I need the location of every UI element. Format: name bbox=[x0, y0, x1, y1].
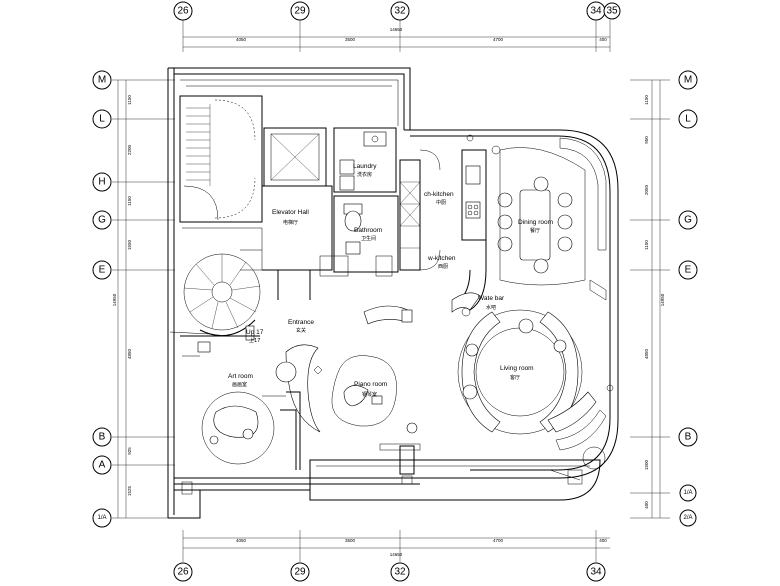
dim-right-7: 400 bbox=[644, 501, 649, 509]
dim-bottom-3: 4700 bbox=[493, 538, 504, 543]
axis-top-26: 26 bbox=[177, 6, 189, 17]
label-water-bar-zh: 水吧 bbox=[486, 304, 496, 311]
axis-left-M: M bbox=[98, 75, 106, 86]
label-dining-room: Dining room bbox=[518, 219, 553, 226]
dim-right-6: 1500 bbox=[644, 459, 649, 470]
axis-left-B: B bbox=[99, 432, 106, 443]
dim-top-4: 400 bbox=[599, 37, 607, 42]
dim-right-1: 1150 bbox=[644, 95, 649, 105]
axis-right-1A: 1/A bbox=[683, 490, 692, 496]
label-up: Up 17 bbox=[246, 329, 264, 336]
label-elevator-hall: Elevator Hall bbox=[272, 209, 309, 216]
room-labels: Laundry 洗衣房 Elevator Hall 电梯厅 Bathroom 卫… bbox=[228, 163, 553, 398]
label-w-kitchen-zh: 西厨 bbox=[438, 264, 448, 270]
dim-left-2: 2200 bbox=[127, 144, 132, 155]
dim-top-1: 4050 bbox=[236, 37, 247, 42]
axis-right-B: B bbox=[685, 432, 692, 443]
dim-top-2: 3500 bbox=[345, 37, 356, 42]
dim-left-5: 4850 bbox=[127, 348, 132, 359]
axis-bottom-29: 29 bbox=[294, 567, 306, 578]
water-bar-counter bbox=[451, 292, 481, 317]
label-up-zh: 上17 bbox=[249, 337, 260, 344]
dining-table-set bbox=[497, 147, 614, 392]
label-elevator-hall-zh: 电梯厅 bbox=[283, 219, 298, 226]
dim-bottom-1: 4050 bbox=[236, 538, 247, 543]
label-entrance: Entrance bbox=[288, 319, 314, 326]
dim-top-total: 14650 bbox=[390, 27, 403, 32]
axis-top-35: 35 bbox=[606, 6, 618, 17]
dim-left-total: 14950 bbox=[112, 293, 117, 306]
label-ch-kitchen: ch-kitchen bbox=[424, 191, 454, 198]
label-bathroom: Bathroom bbox=[354, 227, 382, 234]
axis-right-E: E bbox=[685, 265, 692, 276]
dim-right-2: 950 bbox=[644, 136, 649, 144]
spiral-staircase bbox=[169, 253, 261, 341]
axis-right-G: G bbox=[684, 215, 692, 226]
dim-right-5: 4850 bbox=[644, 348, 649, 359]
label-living-room: Living room bbox=[500, 365, 534, 372]
bottom-dimension-chain: 4050 3500 4700 400 14650 bbox=[182, 530, 610, 562]
label-bathroom-zh: 卫生间 bbox=[361, 235, 376, 242]
label-water-bar: Wate bar bbox=[478, 295, 505, 302]
dim-bottom-2: 3500 bbox=[345, 538, 356, 543]
dim-left-7: 1525 bbox=[127, 485, 132, 496]
laundry-room bbox=[333, 127, 397, 193]
axis-right-M: M bbox=[684, 75, 692, 86]
axis-top-29: 29 bbox=[294, 6, 306, 17]
stair-core bbox=[179, 95, 263, 223]
axis-top-34: 34 bbox=[590, 6, 602, 17]
bathroom bbox=[319, 195, 399, 277]
dim-right-3: 2050 bbox=[644, 184, 649, 195]
bottom-axis-bubbles: 26 29 32 34 bbox=[173, 562, 606, 582]
axis-left-A: A bbox=[99, 460, 106, 471]
dim-left-4: 1550 bbox=[127, 239, 132, 250]
label-laundry-zh: 洗衣房 bbox=[357, 171, 372, 178]
axis-bottom-32: 32 bbox=[394, 567, 406, 578]
dim-right-total: 14950 bbox=[660, 293, 665, 306]
label-piano-room: Piano room bbox=[354, 381, 387, 388]
axis-top-32: 32 bbox=[394, 6, 406, 17]
label-dining-room-zh: 餐厅 bbox=[530, 227, 540, 234]
label-ch-kitchen-zh: 中厨 bbox=[436, 199, 446, 206]
label-art-room-zh: 画画室 bbox=[232, 381, 247, 388]
label-laundry: Laundry bbox=[353, 163, 377, 170]
label-living-room-zh: 客厅 bbox=[510, 374, 520, 381]
dim-left-3: 1150 bbox=[127, 196, 132, 206]
label-entrance-zh: 玄关 bbox=[296, 327, 306, 334]
dim-left-1: 1150 bbox=[127, 95, 132, 105]
living-room bbox=[457, 309, 607, 470]
right-axis-bubbles: M L G E B 1/A 2/A bbox=[678, 70, 698, 527]
axis-left-G: G bbox=[98, 215, 106, 226]
left-dimension-chain: 1150 2200 1150 1550 4850 925 1525 14950 bbox=[112, 79, 175, 519]
axis-left-H: H bbox=[98, 177, 105, 188]
elevator-hall-walls bbox=[182, 185, 333, 300]
dim-bottom-4: 400 bbox=[599, 538, 607, 543]
label-w-kitchen: w-kitchen bbox=[427, 255, 456, 262]
kitchen-zone bbox=[399, 134, 501, 311]
dim-left-6: 925 bbox=[127, 447, 132, 455]
elevator-shaft bbox=[263, 127, 327, 187]
label-piano-room-zh: 钢琴室 bbox=[362, 391, 377, 398]
bottom-details bbox=[181, 445, 583, 495]
dim-right-4: 1150 bbox=[644, 240, 649, 250]
axis-right-L: L bbox=[685, 114, 691, 125]
label-art-room: Art room bbox=[228, 373, 253, 380]
axis-left-E: E bbox=[99, 265, 106, 276]
left-axis-bubbles: M L H G E B A 1/A bbox=[92, 70, 112, 528]
top-dimension-chain: 4050 3500 4700 400 14650 bbox=[182, 20, 611, 52]
right-dimension-chain: 1150 950 2050 1150 4850 1500 400 14950 bbox=[630, 79, 670, 519]
piano-room bbox=[331, 355, 421, 451]
axis-bottom-26: 26 bbox=[177, 567, 189, 578]
axis-left-1A: 1/A bbox=[97, 515, 106, 521]
axis-left-L: L bbox=[99, 114, 105, 125]
axis-right-2A: 2/A bbox=[683, 515, 692, 521]
axis-bottom-34: 34 bbox=[590, 567, 602, 578]
building-walls bbox=[167, 67, 619, 519]
top-axis-bubbles: 26 29 32 34 35 bbox=[173, 1, 621, 21]
dim-top-3: 4700 bbox=[493, 37, 504, 42]
dim-bottom-total: 14650 bbox=[390, 552, 403, 557]
art-room bbox=[180, 335, 301, 470]
